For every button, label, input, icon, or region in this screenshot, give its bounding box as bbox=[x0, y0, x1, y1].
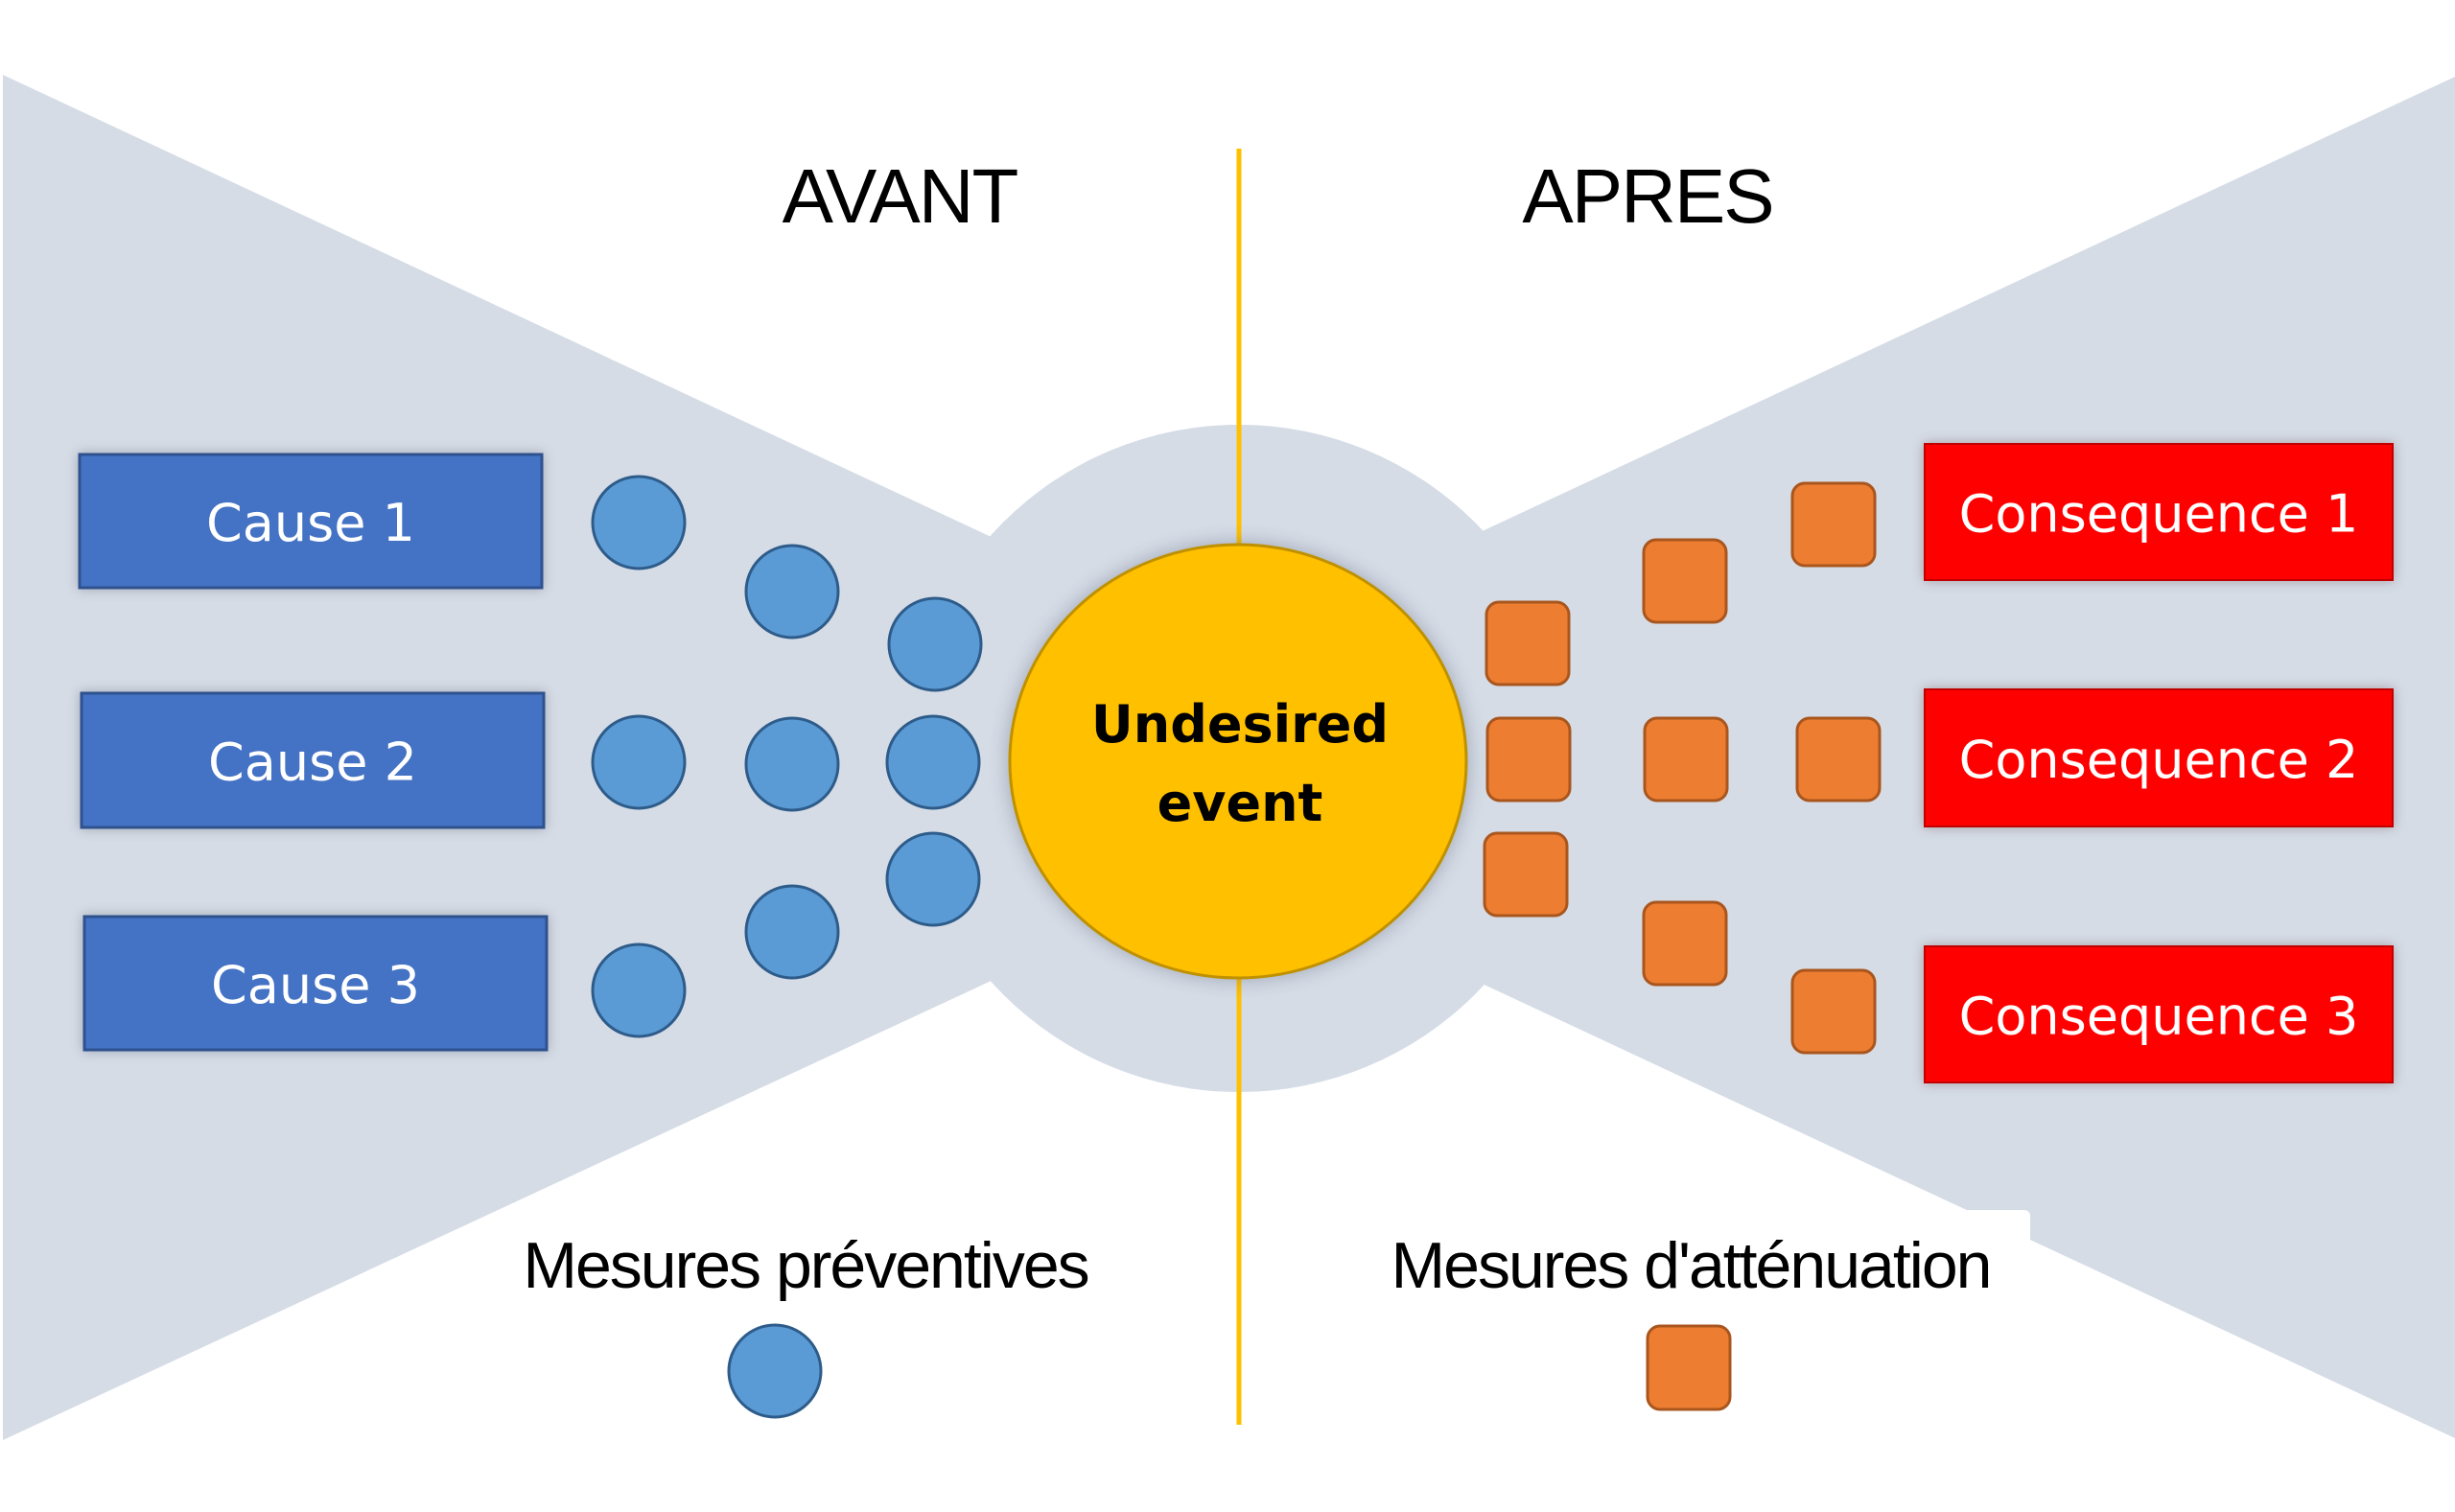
consequence-label: Consequence 3 bbox=[1959, 987, 2359, 1047]
phase-title-before: AVANT bbox=[783, 153, 1018, 239]
preventive-measure-circle-1[interactable] bbox=[591, 475, 687, 570]
mitigation-measure-square-7[interactable] bbox=[1483, 831, 1569, 918]
legend-mitigation-label: Mesures d'atténuation bbox=[1391, 1229, 1991, 1302]
mitigation-measure-square-2[interactable] bbox=[1642, 538, 1728, 624]
legend-preventive-label: Mesures préventives bbox=[523, 1229, 1087, 1302]
preventive-measure-circle-2[interactable] bbox=[744, 544, 840, 640]
consequence-box-2[interactable]: Consequence 2 bbox=[1924, 688, 2394, 827]
consequence-box-1[interactable]: Consequence 1 bbox=[1924, 443, 2394, 581]
preventive-measure-circle-4[interactable] bbox=[591, 714, 687, 810]
phase-title-after: APRES bbox=[1522, 153, 1772, 239]
consequence-box-rect[interactable] bbox=[1924, 945, 2394, 1083]
consequence-box-3[interactable]: Consequence 3 bbox=[1924, 945, 2394, 1083]
consequence-label: Consequence 2 bbox=[1959, 730, 2359, 790]
preventive-measure-circle-9[interactable] bbox=[591, 942, 687, 1038]
cause-box-1[interactable]: Cause 1 bbox=[78, 453, 544, 590]
mitigation-measure-square-1[interactable] bbox=[1790, 481, 1877, 568]
cause-box-rect[interactable] bbox=[80, 691, 546, 829]
cause-box-rect[interactable] bbox=[78, 453, 544, 590]
consequence-box-rect[interactable] bbox=[1924, 443, 2394, 581]
central-event-label-line2: event bbox=[1157, 773, 1323, 833]
mitigation-measure-square-4[interactable] bbox=[1485, 716, 1572, 803]
mitigation-measure-square-8[interactable] bbox=[1642, 900, 1728, 987]
mitigation-measures bbox=[1483, 481, 1882, 1055]
preventive-measures bbox=[591, 475, 983, 1038]
preventive-measure-circle-5[interactable] bbox=[744, 716, 840, 812]
mitigation-measure-square-3[interactable] bbox=[1485, 600, 1571, 686]
central-event-ellipse[interactable] bbox=[1008, 543, 1468, 980]
cause-box-rect[interactable] bbox=[82, 915, 549, 1052]
cause-label: Cause 2 bbox=[208, 733, 417, 793]
cause-box-3[interactable]: Cause 3 bbox=[82, 915, 549, 1052]
mitigation-legend-label-background bbox=[1347, 1210, 2030, 1315]
legend-mitigation-square-icon bbox=[1646, 1324, 1732, 1411]
cause-label: Cause 3 bbox=[211, 955, 420, 1015]
mitigation-measure-square-9[interactable] bbox=[1790, 968, 1877, 1055]
preventive-measure-circle-6[interactable] bbox=[885, 714, 981, 810]
consequence-box-rect[interactable] bbox=[1924, 688, 2394, 827]
central-event[interactable]: Undesired event bbox=[1008, 543, 1468, 980]
consequences: Consequence 1 Consequence 2 Consequence 3 bbox=[1924, 443, 2394, 1083]
legend: Mesures préventives Mesures d'atténuatio… bbox=[523, 1229, 1992, 1419]
causes: Cause 1 Cause 2 Cause 3 bbox=[78, 453, 549, 1052]
cause-label: Cause 1 bbox=[206, 493, 415, 553]
mitigation-measure-square-6[interactable] bbox=[1795, 716, 1882, 803]
preventive-measure-circle-8[interactable] bbox=[744, 884, 840, 980]
legend-preventive-circle-icon bbox=[727, 1323, 823, 1419]
preventive-measure-circle-7[interactable] bbox=[885, 831, 981, 927]
consequence-label: Consequence 1 bbox=[1959, 484, 2359, 545]
central-event-label-line1: Undesired bbox=[1091, 694, 1389, 755]
cause-box-2[interactable]: Cause 2 bbox=[80, 691, 546, 829]
preventive-measure-circle-3[interactable] bbox=[887, 596, 983, 692]
mitigation-measure-square-5[interactable] bbox=[1643, 716, 1729, 803]
